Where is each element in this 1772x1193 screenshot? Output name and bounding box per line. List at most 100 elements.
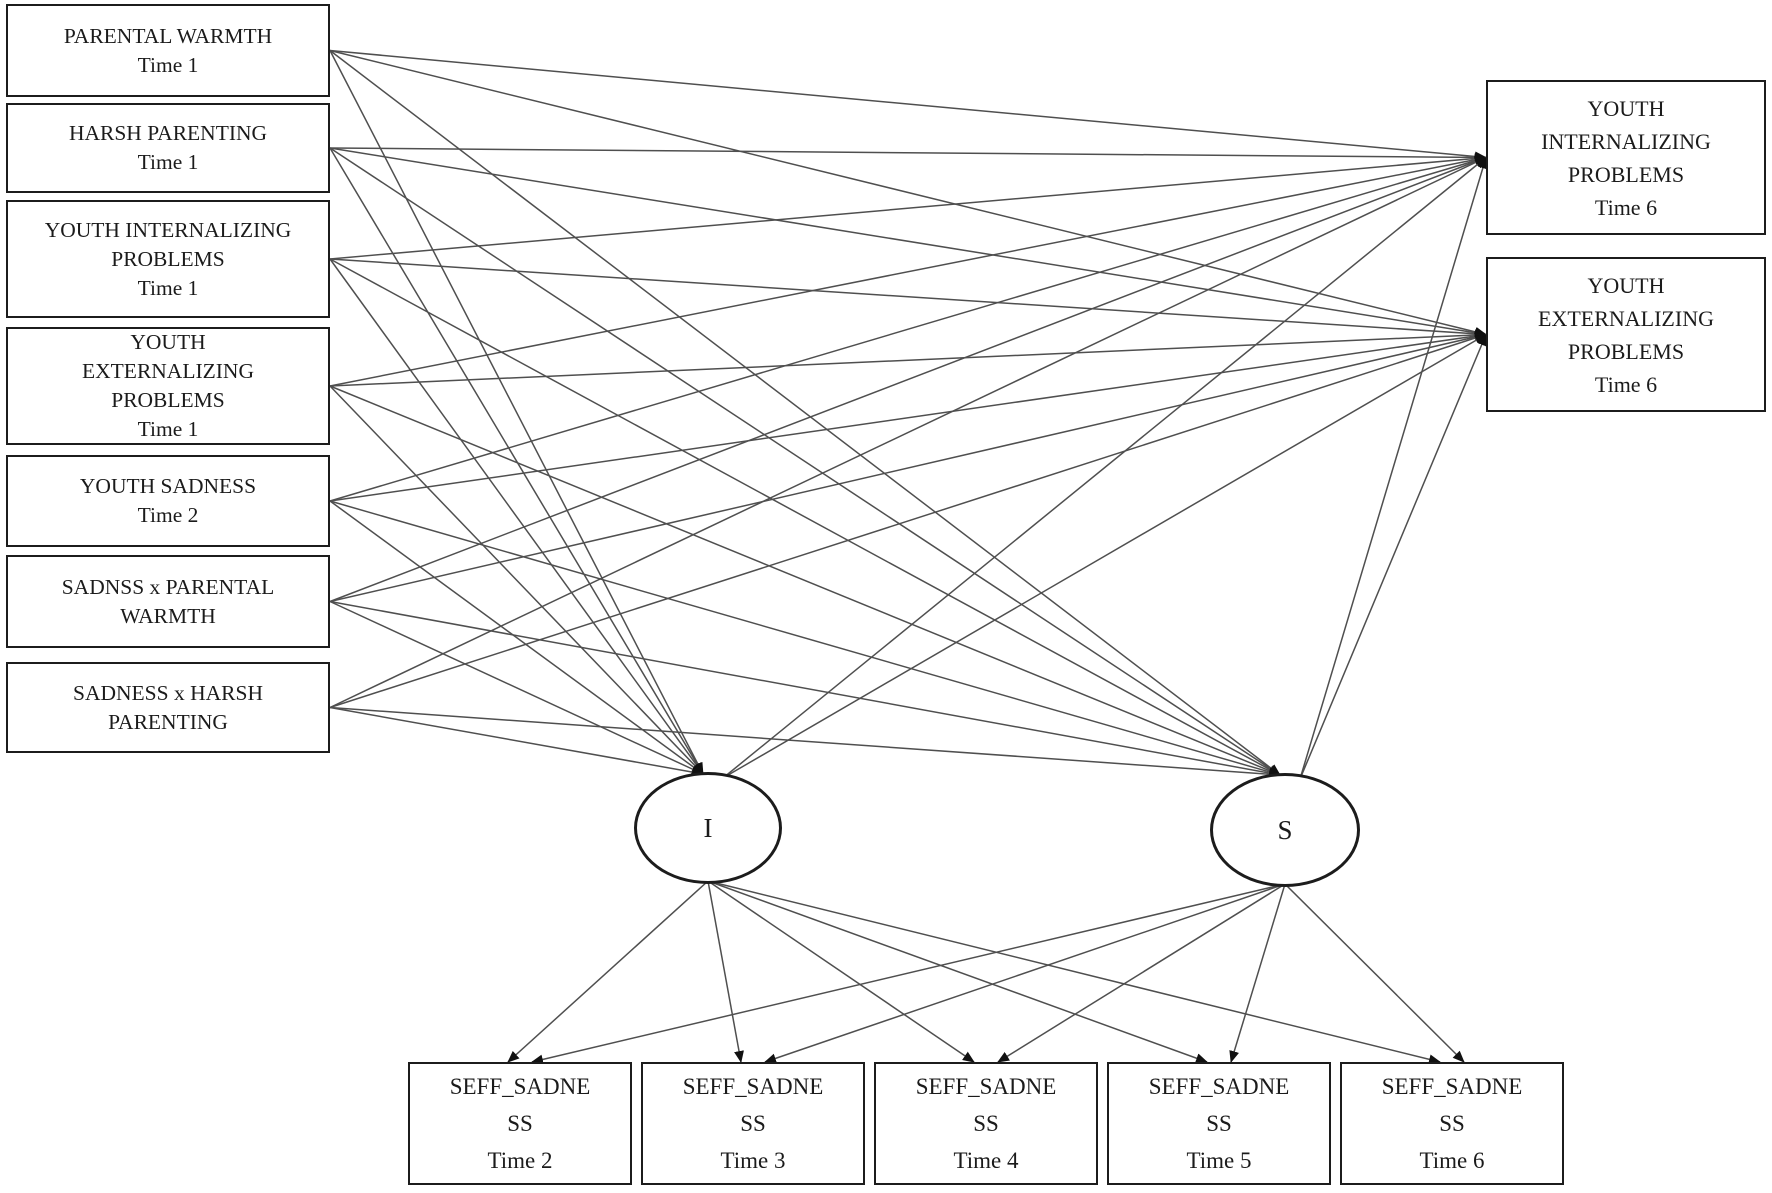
box-youth-internalizing-time1: YOUTH INTERNALIZING PROBLEMS Time 1 <box>6 200 330 318</box>
label-line: EXTERNALIZING <box>82 359 254 383</box>
edge-latent-i-to-bottom-4 <box>707 880 1208 1063</box>
label-line: YOUTH SADNESS <box>79 474 257 498</box>
edge-left-6-to-right-1 <box>329 156 1487 603</box>
label-line: Time 1 <box>137 275 199 300</box>
label-line: YOUTH <box>1587 272 1665 298</box>
edge-latent-i-to-bottom-3 <box>707 880 975 1063</box>
label-line: YOUTH INTERNALIZING <box>44 217 292 242</box>
box-youth-sadness-time2: YOUTH SADNESS Time 2 <box>6 455 330 547</box>
edge-left-5-to-latent-i <box>329 500 704 775</box>
box-seff-sadness-time2: SEFF_SADNE SS Time 2 <box>408 1062 632 1185</box>
label-line: YOUTH <box>1587 95 1665 121</box>
label-line: Time 1 <box>137 150 199 174</box>
edge-latent-s-to-bottom-3 <box>997 883 1286 1063</box>
edge-left-2-to-right-1 <box>329 147 1487 163</box>
label-line: SADNESS x HARSH <box>73 680 263 705</box>
edge-latent-s-to-right-1 <box>1299 156 1488 780</box>
box-sadness-x-harsh-parenting: SADNESS x HARSH PARENTING <box>6 662 330 753</box>
edge-left-4-to-latent-s <box>329 385 1281 776</box>
edge-left-7-to-right-1 <box>329 156 1487 709</box>
edge-latent-s-to-bottom-2 <box>764 883 1286 1064</box>
label-line: SS <box>1439 1111 1465 1136</box>
box-seff-sadness-time5: SEFF_SADNE SS Time 5 <box>1107 1062 1331 1185</box>
edge-left-2-to-latent-i <box>329 147 704 775</box>
label-line: Time 2 <box>487 1148 553 1173</box>
edge-left-5-to-latent-s <box>329 500 1281 777</box>
label-line: PROBLEMS <box>111 246 225 271</box>
box-seff-sadness-time3: SEFF_SADNE SS Time 3 <box>641 1062 865 1185</box>
label-line: Time 5 <box>1186 1148 1252 1173</box>
label-line: Time 3 <box>720 1148 786 1173</box>
label-line: SEFF_SADNE <box>1148 1074 1290 1099</box>
label-line: Time 6 <box>1419 1148 1485 1173</box>
label-line: Time 1 <box>137 52 199 77</box>
label-line: PROBLEMS <box>111 388 225 412</box>
label-line: SEFF_SADNE <box>682 1074 824 1099</box>
label-line: SEFF_SADNE <box>449 1074 591 1099</box>
edge-left-3-to-latent-s <box>329 258 1281 776</box>
label-line: SADNSS x PARENTAL <box>61 574 275 599</box>
edge-left-1-to-right-2 <box>329 49 1487 337</box>
edge-latent-i-to-right-1 <box>722 156 1487 779</box>
label-line: I <box>703 813 713 843</box>
box-parental-warmth-time1: PARENTAL WARMTH Time 1 <box>6 4 330 97</box>
ellipse-latent-slope: S <box>1210 773 1360 887</box>
label-line: INTERNALIZING <box>1541 128 1711 154</box>
edge-left-4-to-right-2 <box>329 329 1487 387</box>
edge-latent-i-to-bottom-2 <box>707 880 744 1063</box>
edge-latent-s-to-bottom-1 <box>531 883 1286 1065</box>
edge-latent-i-to-bottom-5 <box>707 880 1441 1065</box>
edge-left-6-to-latent-s <box>329 600 1281 778</box>
label-line: PARENTAL WARMTH <box>63 23 273 48</box>
label-line: WARMTH <box>120 603 216 628</box>
edge-left-2-to-latent-s <box>329 147 1281 776</box>
edge-left-6-to-latent-i <box>329 600 704 775</box>
edge-left-7-to-latent-s <box>329 706 1281 780</box>
edge-left-3-to-latent-i <box>329 258 704 775</box>
label-line: SS <box>973 1111 999 1136</box>
label-line: SS <box>1206 1111 1232 1136</box>
edge-left-7-to-right-2 <box>329 333 1487 709</box>
edge-left-1-to-latent-s <box>329 49 1281 776</box>
edge-left-5-to-right-2 <box>329 331 1487 502</box>
box-seff-sadness-time6: SEFF_SADNE SS Time 6 <box>1340 1062 1564 1185</box>
label-line: Time 6 <box>1594 194 1658 220</box>
label-line: SS <box>507 1111 533 1136</box>
box-harsh-parenting-time1: HARSH PARENTING Time 1 <box>6 103 330 193</box>
box-sadness-x-parental-warmth: SADNSS x PARENTAL WARMTH <box>6 555 330 648</box>
edge-left-4-to-latent-i <box>329 385 704 775</box>
edge-latent-s-to-bottom-5 <box>1284 883 1465 1063</box>
edge-left-6-to-right-2 <box>329 332 1487 603</box>
label-line: Time 6 <box>1594 371 1658 397</box>
edge-left-7-to-latent-i <box>329 706 704 777</box>
label-line: SEFF_SADNE <box>915 1074 1057 1099</box>
edge-latent-i-to-bottom-1 <box>507 880 709 1063</box>
label-line: Time 1 <box>137 417 199 441</box>
label-line: SEFF_SADNE <box>1381 1074 1523 1099</box>
label-line: PARENTING <box>108 709 228 734</box>
edge-latent-s-to-bottom-4 <box>1229 883 1286 1063</box>
label-line: Time 4 <box>953 1148 1019 1173</box>
label-line: S <box>1277 815 1293 845</box>
box-youth-externalizing-time6: YOUTH EXTERNALIZING PROBLEMS Time 6 <box>1486 257 1766 412</box>
edge-left-1-to-right-1 <box>329 49 1487 162</box>
edge-latent-s-to-right-2 <box>1299 333 1487 780</box>
label-line: HARSH PARENTING <box>68 121 268 145</box>
label-line: PROBLEMS <box>1567 338 1685 364</box>
edge-left-3-to-right-2 <box>329 258 1487 339</box>
edge-left-1-to-latent-i <box>329 50 704 775</box>
label-line: YOUTH <box>130 330 206 354</box>
edge-left-3-to-right-1 <box>329 153 1487 260</box>
label-line: Time 2 <box>137 503 199 527</box>
label-line: SS <box>740 1111 766 1136</box>
edge-left-2-to-right-2 <box>329 147 1487 338</box>
label-line: EXTERNALIZING <box>1538 305 1714 331</box>
ellipse-latent-intercept: I <box>634 772 782 884</box>
box-seff-sadness-time4: SEFF_SADNE SS Time 4 <box>874 1062 1098 1185</box>
edge-latent-i-to-right-2 <box>722 333 1487 779</box>
edge-left-5-to-right-1 <box>329 155 1487 502</box>
edge-left-4-to-right-1 <box>329 154 1487 387</box>
